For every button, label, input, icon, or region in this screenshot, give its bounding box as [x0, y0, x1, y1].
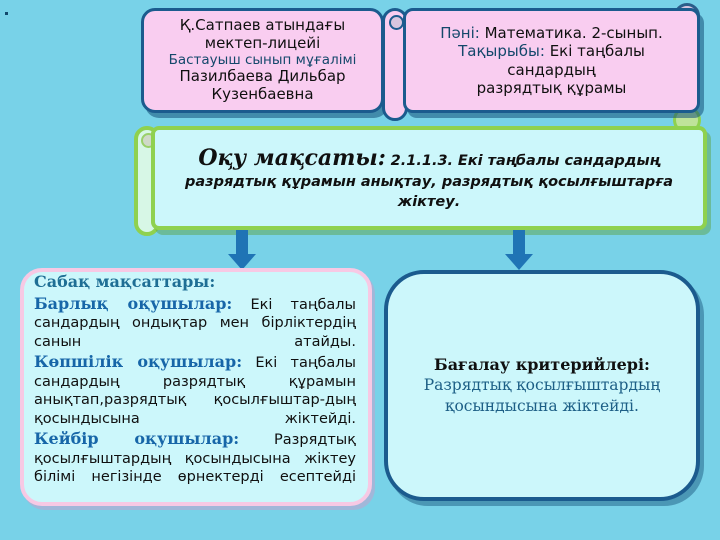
down-arrow-left-icon: [228, 230, 256, 272]
assessment-criteria-line1: Разрядтық қосылғыштардың: [423, 376, 661, 395]
learning-objective-text: Оқу мақсаты: 2.1.1.3. Екі таңбалы сандар…: [155, 144, 703, 212]
subject-value: Математика. 2-сынып.: [484, 23, 663, 42]
artifact-speck: [5, 12, 8, 15]
school-info-lines: Қ.Сатпаев атындағы мектеп-лицейі Бастауы…: [163, 16, 363, 104]
subject-topic-lines: Пәні: Математика. 2-сынып. Тақырыбы: Екі…: [406, 24, 697, 97]
learning-objective-code: 2.1.1.3.: [390, 152, 454, 169]
school-info-box: Қ.Сатпаев атындағы мектеп-лицейі Бастауы…: [141, 8, 384, 113]
lesson-objectives-text: Сабақ мақсаттары: Барлық оқушылар: Екі т…: [34, 272, 356, 488]
assessment-criteria-box: Бағалау критерийлері: Разрядтық қосылғыш…: [384, 270, 700, 501]
learning-objective-label: Оқу мақсаты:: [198, 144, 386, 171]
subject-topic-box: Пәні: Математика. 2-сынып. Тақырыбы: Екі…: [403, 8, 700, 113]
lesson-objectives-box: [20, 268, 372, 506]
arrow-stem: [513, 230, 525, 256]
assessment-criteria-line2: қосындысына жіктейді.: [445, 397, 639, 416]
most-students-text: Екі таңбалы сандардың разрядтық құрамын …: [34, 355, 356, 427]
down-arrow-right-icon: [505, 230, 533, 272]
assessment-criteria-text: Бағалау критерийлері: Разрядтық қосылғыш…: [402, 354, 683, 417]
subject-line: Пәні: Математика. 2-сынып.: [416, 24, 687, 42]
topic-value-line1: Екі таңбалы сандардың: [507, 42, 645, 79]
most-students-label: Көпшілік оқушылар:: [34, 352, 243, 372]
lesson-objective-all: Барлық оқушылар: Екі таңбалы сандардың о…: [34, 294, 356, 352]
school-name-line1: Қ.Сатпаев атындағы: [179, 16, 346, 35]
arrow-stem: [236, 230, 248, 256]
teacher-name: Пазилбаева Дильбар: [179, 67, 346, 86]
assessment-criteria-title: Бағалау критерийлері:: [434, 354, 650, 374]
some-students-label: Кейбір оқушылар:: [34, 429, 240, 449]
all-students-label: Барлық оқушылар:: [34, 293, 233, 313]
arrow-head: [505, 254, 533, 270]
learning-objective-box: Оқу мақсаты: 2.1.1.3. Екі таңбалы сандар…: [151, 126, 707, 230]
topic-value-line2: разрядтық құрамы: [476, 78, 627, 97]
all-students-text: Екі таңбалы сандардың ондықтар мен бірлі…: [34, 296, 356, 350]
lesson-objectives-title: Сабақ мақсаттары:: [34, 272, 216, 291]
teacher-role: Бастауыш сынып мұғалімі: [168, 51, 357, 68]
topic-label: Тақырыбы:: [458, 42, 545, 61]
subject-label: Пәні:: [440, 23, 480, 42]
arrow-head: [228, 254, 256, 270]
topic-line: Тақырыбы: Екі таңбалы сандардың: [416, 42, 687, 79]
school-name-line2: мектеп-лицейі: [204, 33, 321, 52]
some-students-text: Разрядтық қосылғыштардың қосындысына жік…: [34, 432, 356, 486]
learning-objective-body: Екі таңбалы сандардың разрядтық құрамын …: [185, 152, 673, 211]
lesson-objective-most: Көпшілік оқушылар: Екі таңбалы сандардың…: [34, 352, 356, 428]
lesson-objective-some: Кейбір оқушылар: Разрядтық қосылғыштарды…: [34, 429, 356, 487]
teacher-patronymic: Кузенбаевна: [211, 85, 314, 104]
